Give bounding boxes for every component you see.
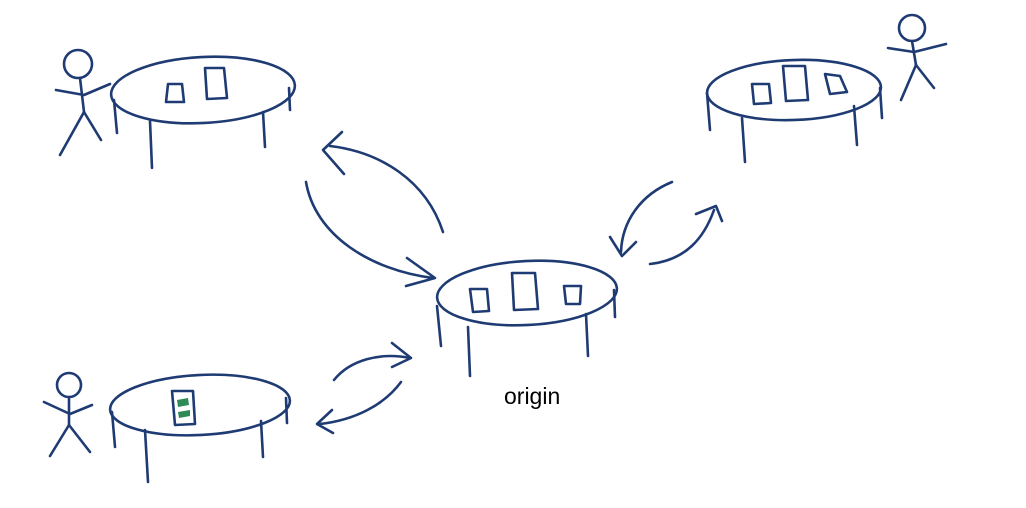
table-leg (740, 116, 747, 164)
table-top (109, 55, 297, 125)
table-leg (612, 288, 617, 319)
person-arms (42, 400, 94, 416)
table-origin (435, 259, 619, 378)
person-top-right (886, 13, 948, 102)
table-leg (705, 91, 712, 132)
arrowhead (608, 235, 638, 258)
table-leg (466, 325, 472, 378)
origin-label: origin (504, 383, 560, 409)
green-glass-item (170, 389, 197, 427)
glass-item (510, 271, 540, 312)
person-head (897, 13, 927, 43)
arrowhead (321, 130, 346, 176)
person-right-leg (914, 63, 936, 90)
arrow-to-top-right (648, 208, 716, 266)
arrowhead (404, 256, 437, 288)
arrow-to-bottom-left (318, 380, 403, 426)
person-top-left (54, 48, 112, 157)
table-leg (852, 104, 859, 147)
cup-item (823, 72, 849, 96)
table-leg (284, 396, 289, 425)
arrow-to-origin (619, 180, 674, 254)
cup-item (468, 287, 491, 314)
exchange-arrows-origin-top-right (608, 180, 724, 266)
table-leg (878, 86, 884, 120)
table-leg (259, 419, 265, 459)
arrowhead (390, 341, 413, 369)
table-leg (435, 304, 443, 348)
person-arms (54, 82, 112, 97)
cup-item (750, 82, 773, 106)
person-head (55, 371, 83, 399)
person-bottom-left (42, 371, 94, 458)
table-leg (143, 428, 150, 484)
person-left-leg (899, 63, 918, 102)
table-leg (261, 110, 267, 149)
person-left-leg (58, 110, 86, 157)
table-top (108, 373, 292, 437)
arrowhead (694, 204, 724, 223)
table-leg (110, 410, 117, 449)
arrowhead (315, 408, 335, 435)
person-right-leg (67, 423, 92, 454)
table-top-left (54, 48, 297, 170)
glass-contents (177, 398, 189, 407)
table-top-right (705, 13, 948, 164)
table-leg (287, 86, 292, 112)
arrow-to-top-left (328, 144, 445, 234)
person-right-leg (82, 110, 103, 142)
exchange-arrows-bottom-left-origin (315, 341, 413, 435)
cup-item (164, 82, 186, 104)
person-arms (886, 42, 948, 54)
glass-item (781, 64, 810, 103)
glass-item (203, 66, 229, 101)
glass-contents (178, 410, 190, 418)
exchange-arrows-top-left-origin (304, 130, 445, 288)
arrow-to-origin (332, 354, 412, 382)
table-bottom-left (42, 371, 292, 484)
table-leg (112, 98, 119, 135)
cup-item (562, 284, 583, 306)
table-leg (148, 119, 154, 170)
table-top (435, 259, 619, 327)
table-leg (584, 312, 590, 358)
person-left-leg (48, 423, 71, 458)
arrow-to-origin (304, 180, 435, 280)
person-head (62, 48, 94, 80)
